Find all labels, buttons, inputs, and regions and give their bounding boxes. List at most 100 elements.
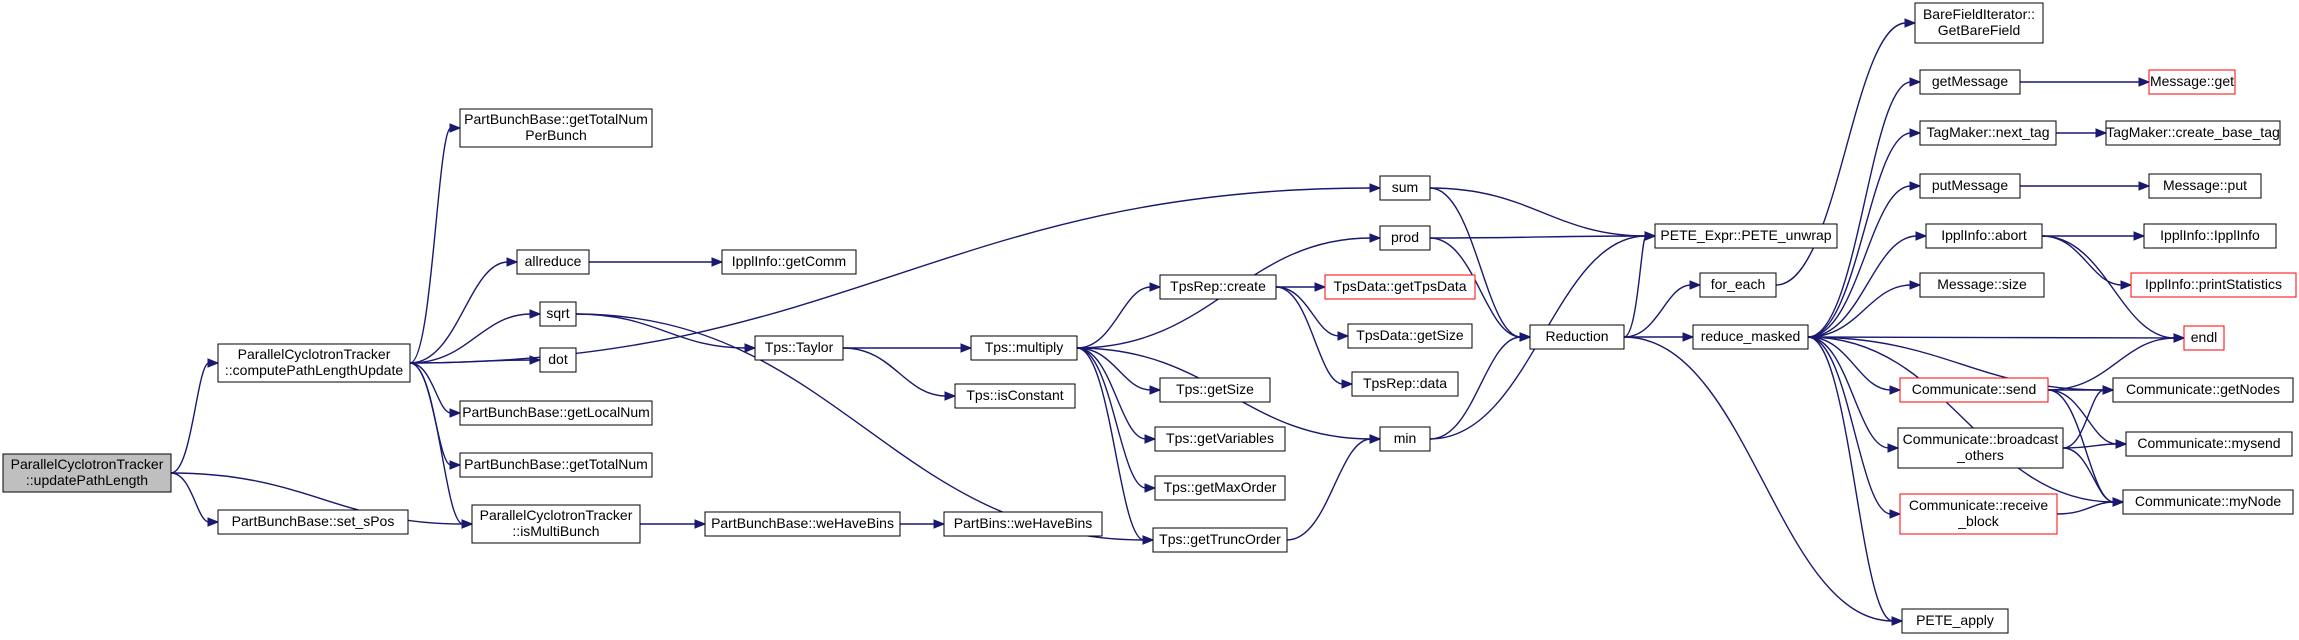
arrowhead — [1144, 434, 1157, 444]
node-getvariables[interactable]: Tps::getVariables — [1154, 426, 1286, 452]
node-bfi[interactable]: BareFieldIterator::GetBareField — [1914, 2, 2044, 44]
node-box — [1379, 225, 1431, 251]
node-ipplinfo[interactable]: IpplInfo::IpplInfo — [2143, 223, 2277, 249]
arrowhead — [1909, 128, 1922, 138]
node-endl[interactable]: endl — [2183, 325, 2225, 351]
edge-reducemasked-to-receive — [1807, 336, 1902, 519]
node-allreduce[interactable]: allreduce — [516, 249, 590, 275]
arrowhead — [1915, 231, 1928, 241]
node-cplu[interactable]: ParallelCyclotronTracker::computePathLen… — [217, 343, 411, 383]
node-nexttag[interactable]: TagMaker::next_tag — [1919, 120, 2057, 146]
edge-prod-to-peteunwrap — [1429, 231, 1657, 241]
node-taylor[interactable]: Tps::Taylor — [754, 335, 844, 361]
edge-sum-to-peteunwrap — [1429, 187, 1657, 241]
node-messageget[interactable]: Message::get — [2148, 69, 2236, 95]
node-createbasetag[interactable]: TagMaker::create_base_tag — [2105, 120, 2281, 146]
arrowhead — [1341, 379, 1354, 389]
node-peteunwrap[interactable]: PETE_Expr::PETE_unwrap — [1654, 223, 1838, 249]
edge-ismulti-to-wehavebins — [640, 519, 707, 529]
node-box — [943, 511, 1103, 537]
node-label: BareFieldIterator:: — [1923, 6, 2035, 22]
edge-reducemasked-to-abort — [1807, 231, 1928, 338]
node-reducemasked[interactable]: reduce_masked — [1692, 324, 1809, 350]
node-messagesize[interactable]: Message::size — [1919, 272, 2045, 298]
edge-broadcast-to-getnodes — [2062, 385, 2115, 449]
node-min[interactable]: min — [1379, 426, 1431, 452]
node-receive[interactable]: Communicate::receive_block — [1899, 493, 2058, 535]
node-reduction[interactable]: Reduction — [1529, 324, 1625, 350]
node-gettruncorder[interactable]: Tps::getTruncOrder — [1152, 527, 1288, 553]
arrowhead — [1149, 385, 1162, 395]
node-label: Tps::getTruncOrder — [1159, 531, 1281, 547]
node-printstats[interactable]: IpplInfo::printStatistics — [2130, 272, 2297, 298]
node-ismulti[interactable]: ParallelCyclotronTracker::isMultiBunch — [471, 504, 641, 544]
edge-putmessage-to-messageput — [2020, 181, 2151, 191]
node-sqrt[interactable]: sqrt — [539, 301, 577, 327]
node-peteapply[interactable]: PETE_apply — [1901, 608, 2009, 634]
edge-gettruncorder-to-min — [1286, 434, 1382, 541]
node-label: PartBins::weHaveBins — [954, 515, 1093, 531]
node-putmessage[interactable]: putMessage — [1919, 173, 2021, 199]
node-prod[interactable]: prod — [1379, 225, 1431, 251]
node-box — [754, 335, 844, 361]
node-box — [1529, 324, 1625, 350]
node-box — [1919, 173, 2021, 199]
node-label: min — [1394, 430, 1417, 446]
node-abort[interactable]: IpplInfo::abort — [1925, 223, 2043, 249]
node-box — [1351, 371, 1459, 397]
node-getnodes[interactable]: Communicate::getNodes — [2112, 377, 2294, 403]
node-box — [704, 511, 901, 537]
node-multiply[interactable]: Tps::multiply — [970, 335, 1078, 361]
node-getmaxorder[interactable]: Tps::getMaxOrder — [1154, 475, 1286, 501]
node-foreach[interactable]: for_each — [1699, 272, 1777, 298]
node-sum[interactable]: sum — [1379, 175, 1431, 201]
node-dot[interactable]: dot — [539, 347, 577, 373]
node-isconstant[interactable]: Tps::isConstant — [954, 383, 1076, 409]
node-root[interactable]: ParallelCyclotronTracker::updatePathLeng… — [2, 453, 172, 493]
node-label: dot — [548, 351, 568, 367]
arrowhead — [1369, 233, 1382, 243]
arrowhead — [1889, 509, 1902, 519]
node-messageput[interactable]: Message::put — [2148, 173, 2262, 199]
node-label: PETE_Expr::PETE_unwrap — [1660, 227, 1831, 243]
arrowhead — [1887, 443, 1900, 453]
node-box — [1914, 2, 2044, 44]
node-tpsrepcreate[interactable]: TpsRep::create — [1159, 274, 1277, 300]
arrowhead — [744, 343, 757, 353]
arrowhead — [960, 343, 973, 353]
edge-reducemasked-to-putmessage — [1807, 181, 1922, 338]
node-tpsdatagetsize[interactable]: TpsData::getSize — [1347, 323, 1473, 349]
node-box — [1899, 493, 2058, 535]
arrowhead — [2102, 385, 2115, 395]
node-tpsrepdata[interactable]: TpsRep::data — [1351, 371, 1459, 397]
node-getcomm[interactable]: IpplInfo::getComm — [721, 249, 857, 275]
node-box — [1379, 175, 1431, 201]
node-pbwehavebins[interactable]: PartBins::weHaveBins — [943, 511, 1103, 537]
edge-cplu-to-gettotnumper — [409, 123, 462, 364]
node-gettotalnum[interactable]: PartBunchBase::getTotalNum — [459, 452, 653, 478]
node-setspos[interactable]: PartBunchBase::set_sPos — [217, 509, 409, 535]
node-box — [1154, 426, 1286, 452]
node-label: Message::size — [1937, 276, 2027, 292]
arrowhead — [1891, 616, 1904, 626]
node-box — [1699, 272, 1777, 298]
node-mynode[interactable]: Communicate::myNode — [2122, 489, 2294, 515]
node-mysend[interactable]: Communicate::mysend — [2125, 431, 2293, 457]
edge-reduction-to-peteapply — [1623, 336, 1904, 626]
node-send[interactable]: Communicate::send — [1899, 377, 2049, 403]
node-wehavebins[interactable]: PartBunchBase::weHaveBins — [704, 511, 901, 537]
arrowhead — [1314, 282, 1327, 292]
node-getlocalnum[interactable]: PartBunchBase::getLocalNum — [459, 400, 653, 426]
node-box — [1159, 274, 1277, 300]
node-label: Communicate::broadcast — [1903, 431, 2059, 447]
node-label: PartBunchBase::getTotalNum — [464, 456, 648, 472]
node-tpsdatagettps[interactable]: TpsData::getTpsData — [1324, 274, 1476, 300]
node-box — [1919, 272, 2045, 298]
node-tpsgetsize[interactable]: Tps::getSize — [1159, 377, 1271, 403]
node-broadcast[interactable]: Communicate::broadcast_others — [1897, 427, 2064, 469]
node-box — [1897, 427, 2064, 469]
node-label: PerBunch — [525, 127, 586, 143]
node-getmessage[interactable]: getMessage — [1919, 69, 2021, 95]
